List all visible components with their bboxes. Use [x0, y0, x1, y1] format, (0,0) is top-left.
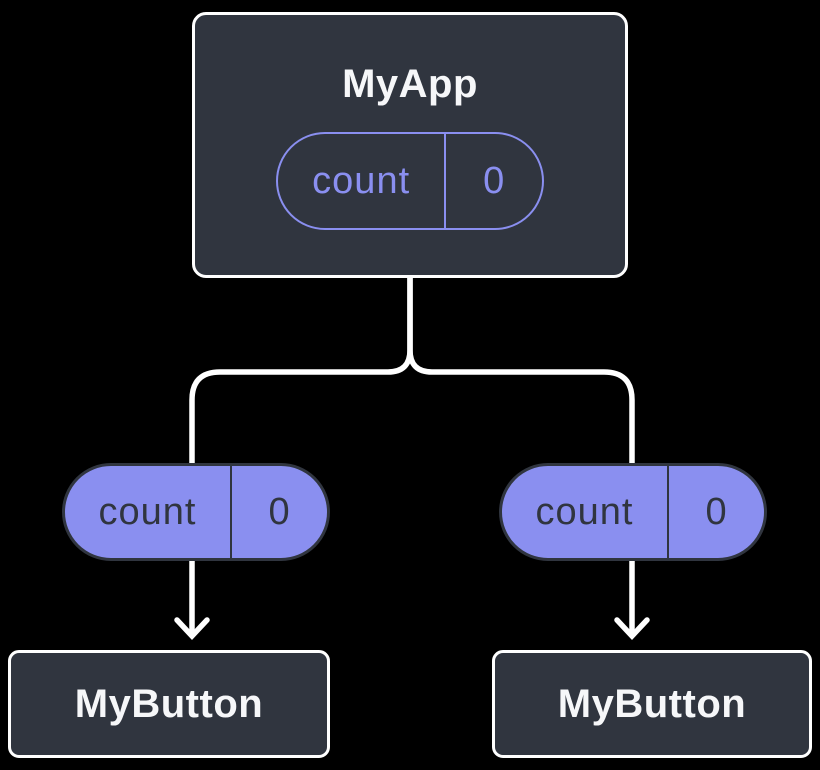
node-myapp-title: MyApp	[342, 62, 478, 106]
prop-pill-left: count 0	[62, 463, 330, 561]
arrowhead-right-icon	[614, 617, 650, 641]
prop-pill-right-value: 0	[705, 491, 728, 533]
connector-right-branch	[407, 278, 635, 634]
node-mybutton-left-title: MyButton	[74, 682, 264, 726]
state-pill-label: count	[278, 134, 447, 228]
arrowhead-left-icon	[174, 617, 210, 641]
state-pill-myapp: count 0	[276, 132, 544, 230]
prop-pill-right: count 0	[499, 463, 767, 561]
prop-pill-left-value: 0	[268, 491, 291, 533]
connector-left-branch	[189, 278, 413, 634]
node-mybutton-right-title: MyButton	[557, 682, 747, 726]
node-mybutton-right: MyButton	[492, 650, 812, 758]
prop-pill-right-label: count	[502, 466, 670, 558]
node-myapp: MyApp count 0	[192, 12, 628, 278]
prop-pill-left-label: count	[65, 466, 233, 558]
node-mybutton-left: MyButton	[8, 650, 330, 758]
state-pill-value: 0	[483, 160, 506, 202]
